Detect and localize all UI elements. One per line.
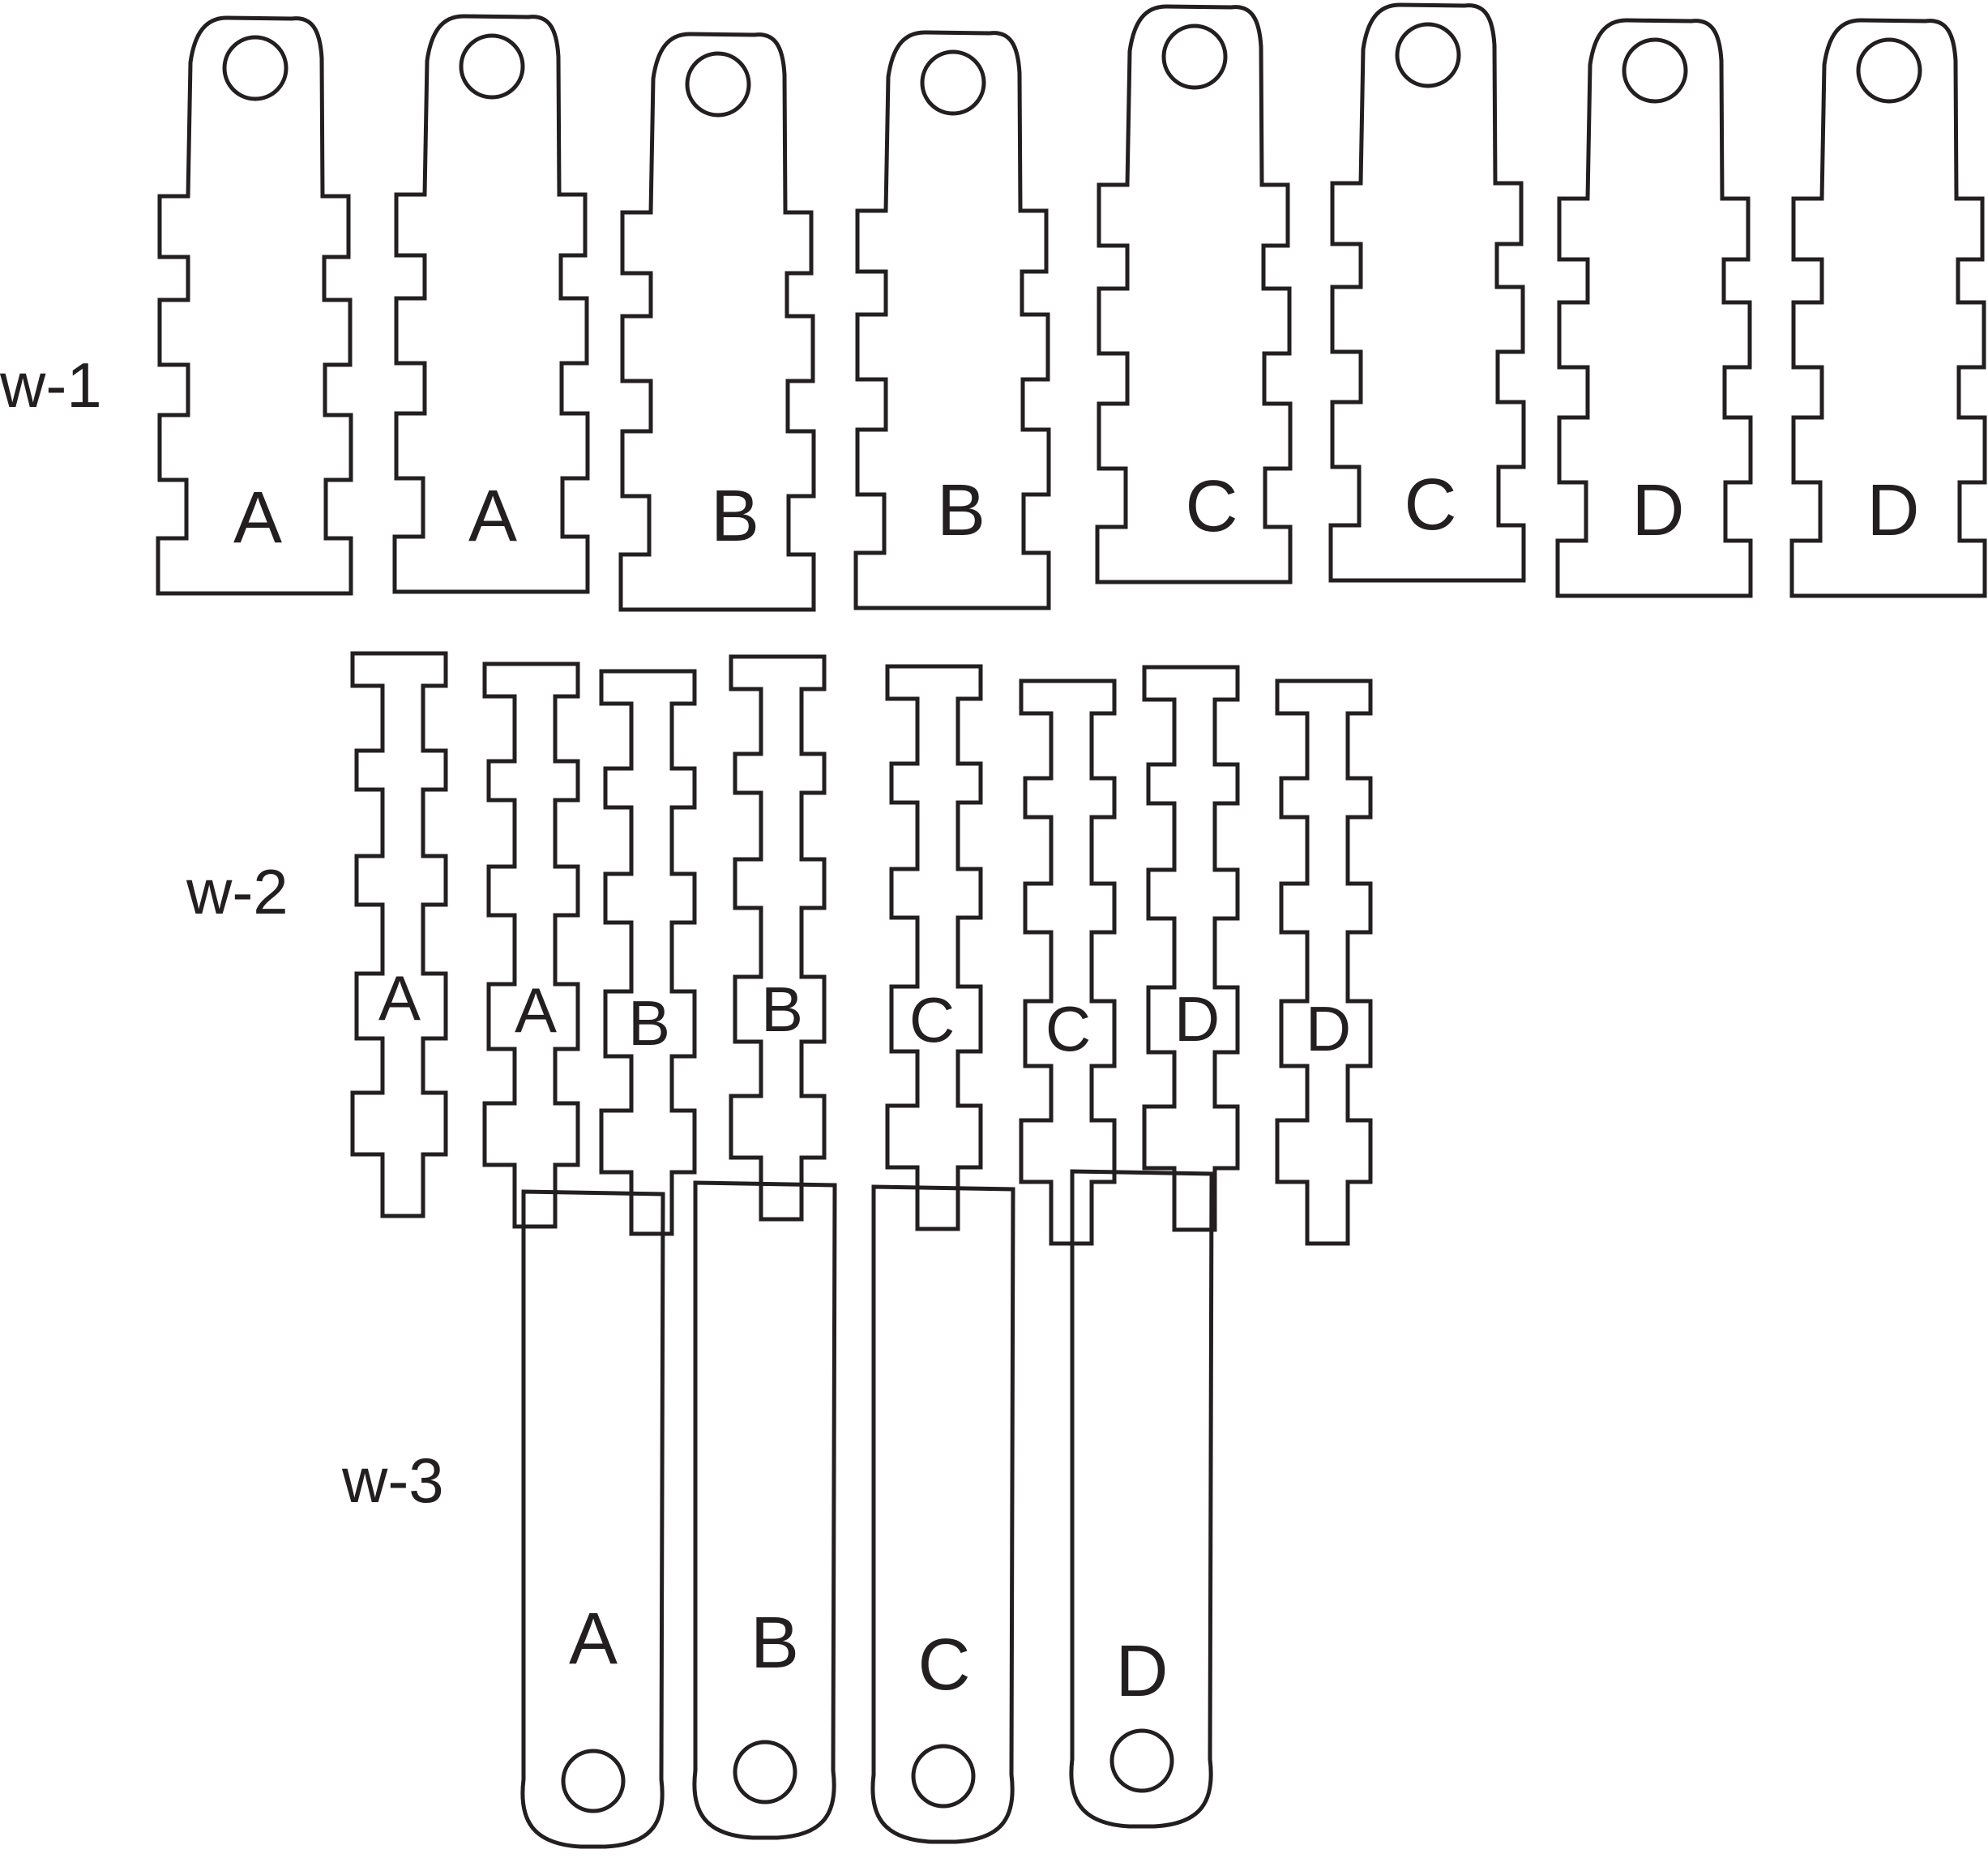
piece-w2-5: C — [887, 666, 981, 1229]
piece-letter: D — [1632, 470, 1685, 551]
piece-letter: B — [761, 974, 803, 1045]
piece-letter: A — [233, 477, 282, 559]
piece-letter: D — [1116, 1631, 1169, 1712]
piece-w3-3: C — [873, 1187, 1013, 1842]
row-w2: A A B B C C D D — [353, 653, 1370, 1244]
row-w3: A B C D — [523, 1171, 1212, 1847]
piece-w2-3: B — [601, 671, 695, 1234]
piece-w1-5: C — [1097, 6, 1290, 582]
piece-letter: B — [628, 987, 670, 1059]
piece-letter: D — [1306, 993, 1351, 1064]
piece-w2-4: B — [731, 657, 824, 1219]
piece-letter: C — [909, 984, 955, 1055]
piece-w3-1: A — [523, 1192, 663, 1847]
piece-w1-4: B — [856, 32, 1049, 608]
row-label-w3: w-3 — [341, 1445, 444, 1516]
piece-letter: A — [515, 974, 557, 1046]
piece-w1-8: D — [1792, 20, 1985, 596]
piece-letter: C — [1186, 466, 1238, 547]
piece-w1-3: B — [621, 34, 814, 610]
piece-letter: C — [1404, 464, 1457, 546]
piece-w3-2: B — [695, 1183, 835, 1838]
piece-letter: B — [937, 470, 985, 551]
row-w1: A A B B C C D D — [158, 5, 1985, 610]
row-label-w2: w-2 — [186, 856, 289, 927]
piece-w2-6: C — [1021, 681, 1114, 1244]
piece-letter: B — [711, 476, 759, 557]
piece-letter: A — [378, 962, 421, 1034]
piece-w3-4: D — [1071, 1171, 1212, 1826]
piece-letter: C — [1045, 993, 1091, 1064]
piece-w2-8: D — [1277, 681, 1370, 1244]
piece-letter: A — [468, 476, 517, 557]
row-label-w1: w-1 — [0, 349, 102, 421]
piece-w1-2: A — [395, 16, 588, 592]
piece-w2-2: A — [485, 664, 578, 1227]
piece-letter: D — [1174, 983, 1220, 1055]
piece-w1-1: A — [158, 18, 351, 593]
piece-w2-1: A — [353, 653, 446, 1216]
piece-letter: B — [750, 1603, 799, 1684]
piece-w2-7: D — [1144, 667, 1238, 1230]
piece-letter: A — [569, 1599, 618, 1680]
piece-letter: C — [918, 1625, 971, 1706]
piece-w1-7: D — [1558, 20, 1751, 596]
piece-letter: D — [1867, 470, 1920, 551]
piece-w1-6: C — [1331, 5, 1524, 580]
